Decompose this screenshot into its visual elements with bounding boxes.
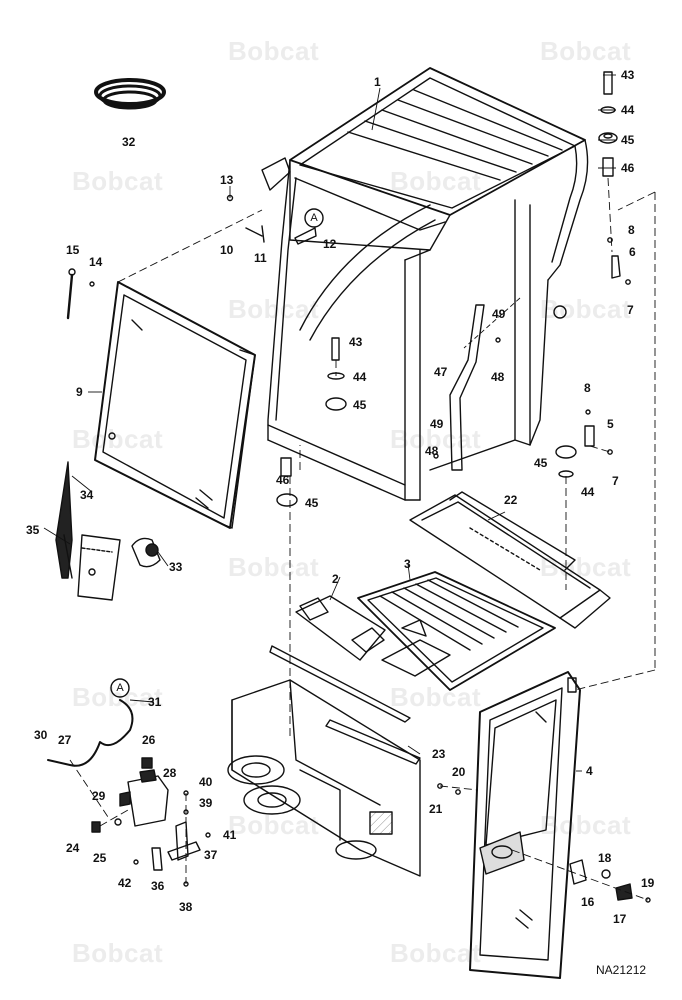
watermark-text: Bobcat (540, 36, 632, 66)
mount-bolt-stack-left (276, 457, 298, 507)
callout-label: 20 (452, 765, 466, 779)
callout-label: 48 (491, 370, 505, 384)
callout-label: 14 (89, 255, 103, 269)
side-window-part (94, 281, 256, 529)
callout-label: 25 (93, 851, 107, 865)
callout-label: 27 (58, 733, 72, 747)
callout-label: 31 (148, 695, 162, 709)
callout-label: 29 (92, 789, 106, 803)
callout-label: 21 (429, 802, 443, 816)
callout-label: 1 (374, 75, 381, 89)
watermark-text: Bobcat (540, 552, 632, 582)
callout-label: 39 (199, 796, 213, 810)
wiper-arm-part (55, 461, 161, 601)
callout-label: 2 (332, 572, 339, 586)
detail-ref-label-top: A (310, 212, 318, 224)
callout-label: 13 (220, 173, 234, 187)
callout-label: 47 (434, 365, 448, 379)
pedal-plate-part (295, 595, 386, 661)
watermark-text: Bobcat (390, 938, 482, 968)
callout-label: 42 (118, 876, 132, 890)
drawing-id: NA21212 (596, 963, 647, 977)
floor-rail-part (409, 491, 611, 629)
cab-frame-part (261, 67, 589, 501)
callout-label: 45 (621, 133, 635, 147)
callout-label: 5 (607, 417, 614, 431)
detail-ref-circle-top (304, 208, 324, 228)
callout-label: 8 (628, 223, 635, 237)
door-hardware-part (569, 859, 651, 903)
callout-label: 43 (349, 335, 363, 349)
callout-label: 49 (492, 307, 506, 321)
mount-bolt-stack-right (555, 445, 577, 478)
callout-label: 4 (586, 764, 593, 778)
callout-label: 49 (430, 417, 444, 431)
callout-label: 24 (66, 841, 80, 855)
callout-label: 26 (142, 733, 156, 747)
callout-label: 32 (122, 135, 136, 149)
callout-label: 19 (641, 876, 655, 890)
hardware-bolts-part (226, 194, 317, 245)
washer-kit-part (47, 678, 211, 887)
callout-label: 23 (432, 747, 446, 761)
callout-label: 12 (323, 237, 337, 251)
mount-bolt-stack-top (598, 71, 618, 177)
callout-label: 28 (163, 766, 177, 780)
watermark-text: Bobcat (390, 682, 482, 712)
callout-label: 6 (629, 245, 636, 259)
callout-label: 46 (276, 473, 290, 487)
assembly-center-lines (69, 177, 656, 901)
callout-label: 15 (66, 243, 80, 257)
callout-label: 18 (598, 851, 612, 865)
watermark-text: Bobcat (72, 166, 164, 196)
door-bolts-part (437, 783, 461, 795)
callout-label: 11 (254, 251, 267, 265)
callout-label: 7 (612, 474, 619, 488)
watermark-text: Bobcat (72, 424, 164, 454)
watermark-text: Bobcat (228, 36, 320, 66)
callout-label: 41 (223, 828, 237, 842)
callout-label: 33 (169, 560, 183, 574)
watermark-text: Bobcat (390, 166, 482, 196)
callout-label: 46 (621, 161, 635, 175)
latch-hardware-part (584, 237, 631, 455)
gas-spring-part (66, 268, 95, 320)
callout-label: 44 (353, 370, 367, 384)
seal-strip-part (269, 645, 421, 765)
callout-label: 45 (305, 496, 319, 510)
callout-label: 3 (404, 557, 411, 571)
base-frame-part (227, 679, 421, 877)
callout-label: 9 (76, 385, 83, 399)
callout-label: 10 (220, 243, 234, 257)
detail-ref-label-bottom: A (116, 682, 124, 694)
callout-label: 45 (534, 456, 548, 470)
watermark-text: Bobcat (228, 294, 320, 324)
callout-label: 30 (34, 728, 48, 742)
callout-label: 34 (80, 488, 94, 502)
callout-label: 16 (581, 895, 595, 909)
seal-roll-part (94, 78, 166, 110)
rear-bracket-part (433, 304, 501, 471)
callout-label: 44 (621, 103, 635, 117)
callout-label: 35 (26, 523, 40, 537)
callout-label: 45 (353, 398, 367, 412)
watermark-text: Bobcat (72, 938, 164, 968)
callout-label: 38 (179, 900, 193, 914)
leader-lines (43, 74, 616, 772)
callout-label: 40 (199, 775, 213, 789)
cab-door-part (469, 671, 581, 979)
floor-plate-part (357, 571, 556, 691)
callout-label: 8 (584, 381, 591, 395)
callout-label: 43 (621, 68, 635, 82)
callout-label: 44 (581, 485, 595, 499)
callout-label: 36 (151, 879, 165, 893)
callout-label: 37 (204, 848, 218, 862)
callout-label: 48 (425, 444, 439, 458)
callout-label: 22 (504, 493, 518, 507)
watermark-text: Bobcat (228, 552, 320, 582)
callout-label: 17 (613, 912, 627, 926)
callout-label: 7 (627, 303, 634, 317)
